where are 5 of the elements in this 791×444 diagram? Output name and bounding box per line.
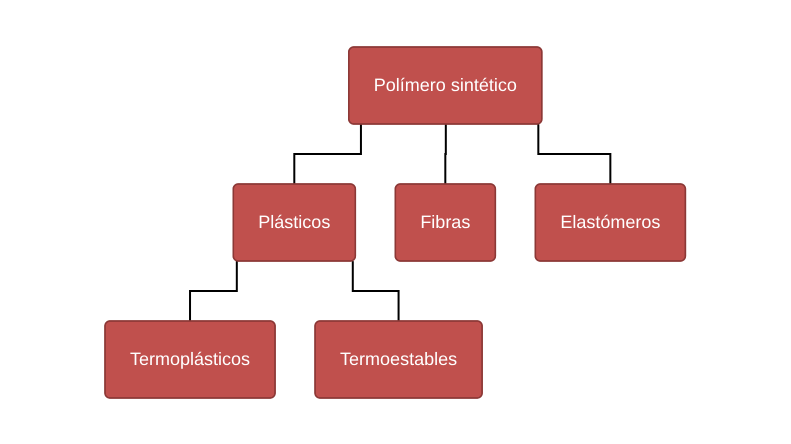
connector <box>444 124 448 185</box>
connector <box>538 124 612 185</box>
connector <box>352 260 400 322</box>
connector <box>189 260 238 322</box>
connector <box>294 124 362 185</box>
